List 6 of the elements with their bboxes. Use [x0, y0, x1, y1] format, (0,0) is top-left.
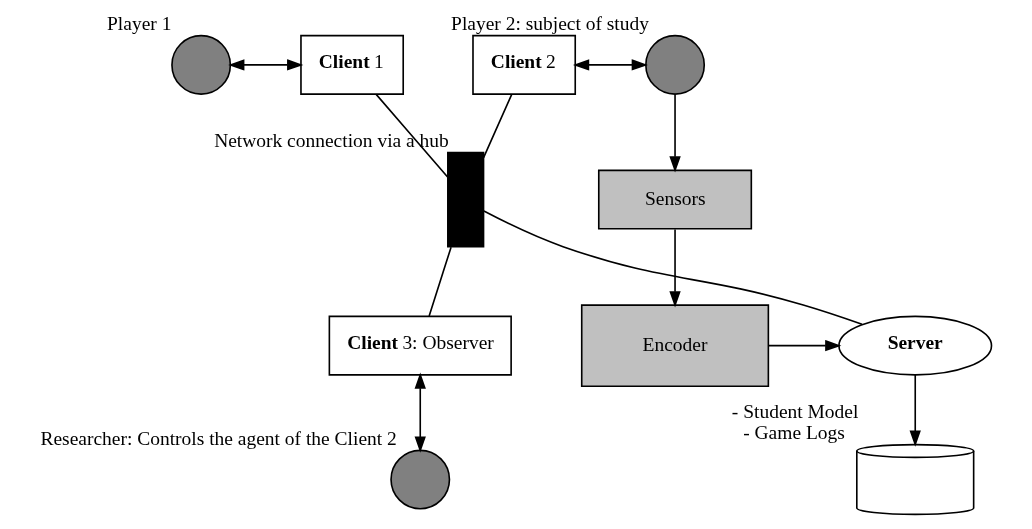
node-label: - Game Logs — [743, 422, 845, 444]
node-label: Player 2: subject of study — [451, 13, 649, 35]
node-label: Player 1 — [107, 13, 172, 35]
node-label: Researcher: Controls the agent of the Client 2 — [40, 427, 397, 449]
node-label: Network connection via a hub — [214, 130, 449, 151]
node-label: - Student Model — [731, 401, 859, 423]
